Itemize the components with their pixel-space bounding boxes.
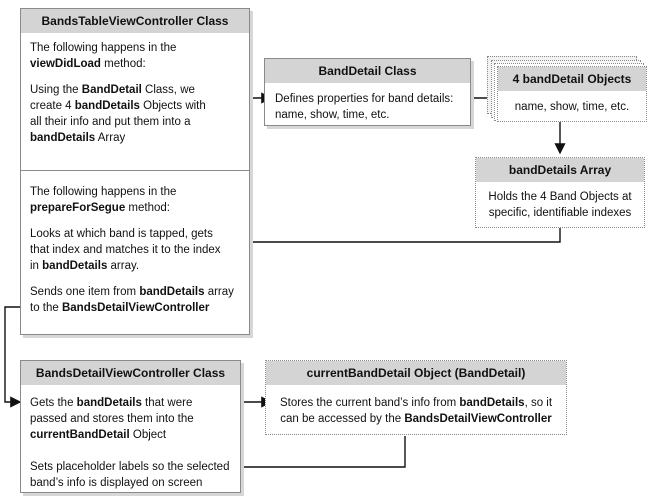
arrow-current-to-labels	[230, 436, 406, 473]
band-detail-class-header: BandDetail Class	[265, 59, 470, 83]
band-detail-objects-header: 4 bandDetail Objects	[498, 67, 646, 91]
arrow-table-to-detailvc	[4, 306, 22, 408]
prepareforsegue-section: The following happens in the prepareForS…	[30, 186, 234, 314]
bands-table-view-controller-header: BandsTableViewController Class	[21, 9, 249, 33]
current-band-detail-box: currentBandDetail Object (BandDetail) St…	[265, 360, 567, 435]
section-divider	[21, 170, 249, 171]
band-details-array-box: bandDetails Array Holds the 4 Band Objec…	[475, 157, 645, 228]
bands-detail-view-controller-text: Gets the bandDetails that were passed an…	[30, 397, 230, 489]
current-band-detail-header: currentBandDetail Object (BandDetail)	[266, 361, 566, 385]
band-detail-class-text: Defines properties for band details: nam…	[275, 93, 454, 121]
viewdidload-section: The following happens in the viewDidLoad…	[30, 42, 206, 144]
band-detail-objects-box: 4 bandDetail Objects name, show, time, e…	[497, 66, 647, 122]
arrow-array-to-prepareforsegue	[230, 228, 561, 248]
current-band-detail-text: Stores the current band’s info from band…	[279, 397, 553, 425]
band-details-array-text: Holds the 4 Band Objects at specific, id…	[488, 191, 632, 219]
band-detail-class-box: BandDetail Class Defines properties for …	[264, 58, 471, 126]
bands-table-view-controller-box: BandsTableViewController Class The follo…	[20, 8, 250, 335]
band-detail-objects-text: name, show, time, etc.	[514, 101, 630, 113]
band-details-array-header: bandDetails Array	[476, 158, 644, 182]
bands-detail-view-controller-header: BandsDetailViewController Class	[21, 361, 240, 385]
bands-detail-view-controller-box: BandsDetailViewController Class Gets the…	[20, 360, 241, 493]
